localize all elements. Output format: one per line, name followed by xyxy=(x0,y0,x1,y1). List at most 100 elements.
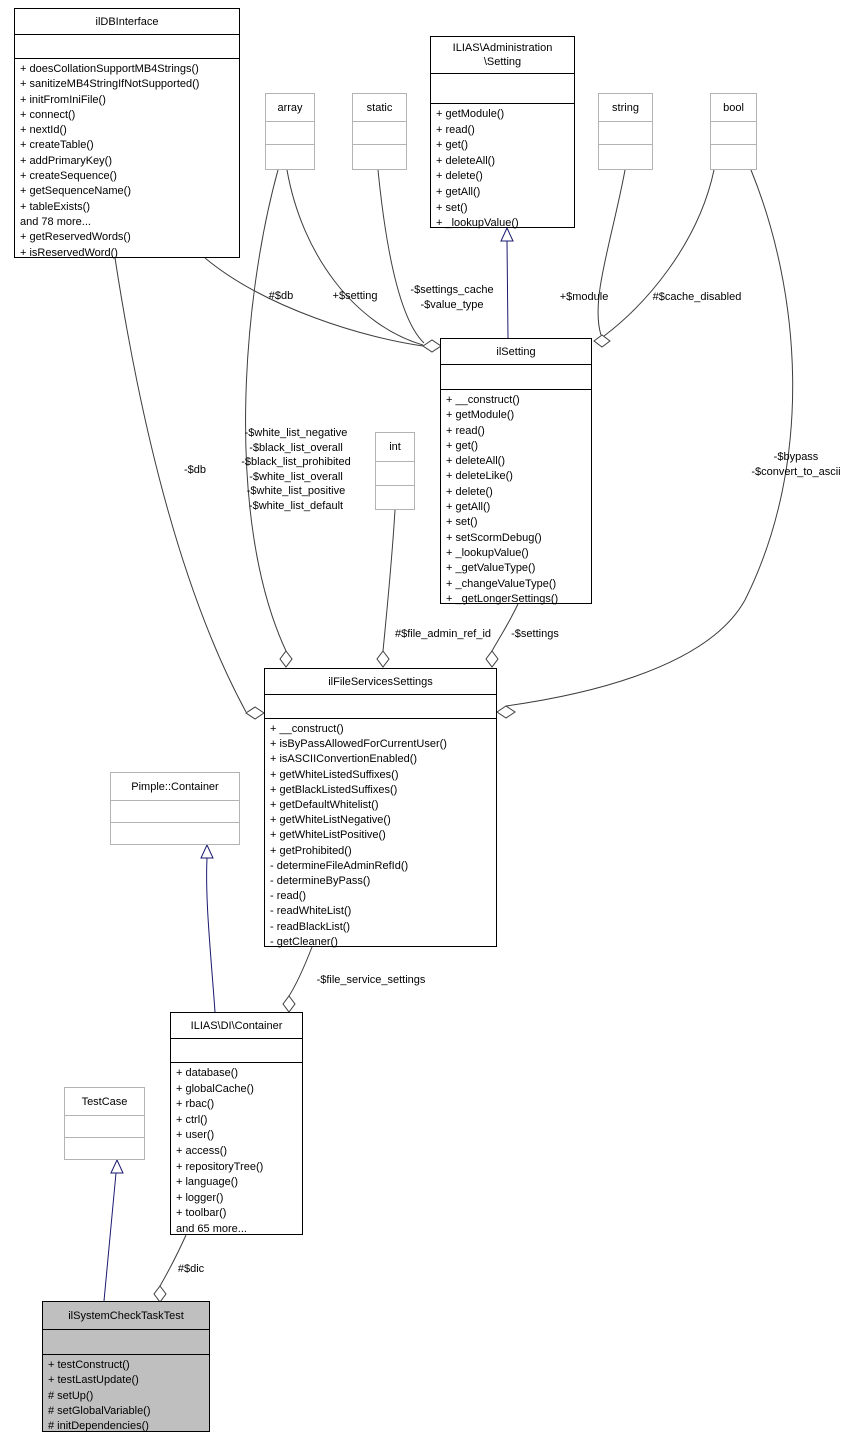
edge-label-bypass-convert: -$bypass-$convert_to_ascii xyxy=(751,450,840,479)
edge-label-line: -$settings_cache xyxy=(410,284,494,296)
diamond-fss-left xyxy=(245,706,265,720)
methods-compartment xyxy=(111,823,239,826)
edge-label-line: -$white_list_default xyxy=(248,499,344,512)
method-label: + deleteLike() xyxy=(446,470,513,483)
method-label: + tableExists() xyxy=(20,200,90,213)
edge-label-cache-disabled: #$cache_disabled xyxy=(653,290,742,305)
method-label: + getWhiteListedSuffixes() xyxy=(270,768,399,781)
method-label: + delete() xyxy=(446,485,493,498)
method-label: + getWhiteListNegative() xyxy=(270,814,391,827)
method-label: and 65 more... xyxy=(176,1222,247,1235)
inheritance-edges xyxy=(103,240,509,1302)
edge-label-file-admin-ref-id: #$file_admin_ref_id xyxy=(395,627,491,642)
method-label: + __construct() xyxy=(270,723,344,735)
class-title: Pimple::Container xyxy=(111,773,239,801)
method-label: + access() xyxy=(176,1144,228,1157)
method-label: + _lookupValue() xyxy=(446,546,529,559)
methods-compartment: + __construct()+ getModule()+ read()+ ge… xyxy=(441,390,591,607)
class-title-line: ilSystemCheckTaskTest xyxy=(68,1309,184,1322)
edge-label-line: -$value_type xyxy=(420,298,484,311)
method-label: + database() xyxy=(176,1067,239,1079)
edge-label-line: -$convert_to_ascii xyxy=(751,465,841,478)
class-title-line: \Setting xyxy=(483,56,522,68)
method-label: + _lookupValue() xyxy=(436,217,519,230)
edge-static-to-ilsetting xyxy=(377,169,425,344)
class-node-ilsetting[interactable]: ilSetting + __construct()+ getModule()+ … xyxy=(440,338,592,607)
edge-label-line: -$black_list_overall xyxy=(249,441,343,454)
edge-ildbinterface-to-fss xyxy=(114,257,247,713)
attributes-compartment xyxy=(265,695,496,719)
method-label: + testConstruct() xyxy=(48,1359,130,1371)
class-title-line: ILIAS\Administration xyxy=(452,42,553,54)
class-title-line: int xyxy=(389,441,401,453)
edge-label-line: #$dic xyxy=(177,1263,205,1275)
arrow-to-pimple xyxy=(200,843,214,859)
method-label: + repositoryTree() xyxy=(176,1160,264,1173)
method-label: and 78 more... xyxy=(20,215,91,228)
methods-compartment xyxy=(353,145,406,148)
method-label: + logger() xyxy=(176,1191,224,1204)
method-label: + getBlackListedSuffixes() xyxy=(270,783,398,796)
method-label: + getModule() xyxy=(436,108,505,120)
class-title: bool xyxy=(711,94,756,122)
method-label: + read() xyxy=(446,424,485,437)
class-title: string xyxy=(599,94,652,122)
methods-compartment: + doesCollationSupportMB4Strings()+ sani… xyxy=(15,59,239,261)
diamond-test-top xyxy=(153,1285,167,1303)
method-label: + get() xyxy=(436,139,469,152)
method-label: + getDefaultWhitelist() xyxy=(270,799,379,812)
method-label: + __construct() xyxy=(446,394,520,406)
edge-test-extends-testcase xyxy=(103,1172,117,1302)
class-title: ilDBInterface xyxy=(15,9,239,35)
edge-label-setting: +$setting xyxy=(333,289,378,304)
class-title-line: array xyxy=(277,101,303,114)
method-label: + nextId() xyxy=(20,124,67,137)
method-label: + globalCache() xyxy=(176,1082,254,1095)
class-title: ilSetting xyxy=(441,339,591,365)
method-label: + testLastUpdate() xyxy=(48,1374,139,1387)
class-node-ilias-administration-setting[interactable]: ILIAS\Administration \Setting + getModule… xyxy=(430,36,575,229)
attributes-compartment xyxy=(599,122,652,145)
method-label: - getCleaner() xyxy=(270,935,338,948)
attributes-compartment xyxy=(171,1039,302,1063)
diamond-ilsetting-right xyxy=(593,334,611,348)
class-title-line: bool xyxy=(723,101,744,114)
methods-compartment: + getModule()+ read()+ get()+ deleteAll(… xyxy=(431,104,574,232)
attributes-compartment xyxy=(441,365,591,390)
inheritance-arrowheads xyxy=(110,226,514,1174)
class-node-ilias-di-container[interactable]: ILIAS\DI\Container + database()+ globalC… xyxy=(170,1012,303,1235)
class-node-ilfileservicessettings[interactable]: ilFileServicesSettings + __construct()+ … xyxy=(264,668,497,948)
method-label: + createTable() xyxy=(20,139,94,152)
method-label: + toolbar() xyxy=(176,1207,227,1220)
method-label: + user() xyxy=(176,1129,215,1142)
class-node-ildbinterface[interactable]: ilDBInterface + doesCollationSupportMB4S… xyxy=(14,8,240,261)
methods-compartment xyxy=(376,486,414,489)
edge-array-to-fss xyxy=(245,169,287,652)
method-label: + ctrl() xyxy=(176,1113,208,1126)
edge-label-db: #$db xyxy=(269,289,293,304)
edge-ilsetting-to-fss xyxy=(491,603,519,652)
edge-ildbinterface-to-ilsetting xyxy=(204,257,424,347)
method-label: + language() xyxy=(176,1176,239,1189)
class-title-line: Pimple::Container xyxy=(131,780,219,793)
methods-compartment: + testConstruct() + testLastUpdate() # set… xyxy=(43,1355,209,1434)
class-title: array xyxy=(266,94,314,122)
method-label: + addPrimaryKey() xyxy=(20,154,113,167)
aggregation-diamonds xyxy=(153,334,611,1303)
edge-bool-to-ilsetting xyxy=(603,169,715,337)
method-label: + setScormDebug() xyxy=(446,531,542,544)
class-title: ILIAS\Administration \Setting xyxy=(431,37,574,74)
edge-dicontainer-extends-pimple xyxy=(206,857,216,1013)
method-label: + get() xyxy=(446,439,479,452)
edge-label-line: #$cache_disabled xyxy=(652,291,742,303)
attributes-compartment xyxy=(376,462,414,486)
edge-label-line: -$white_list_negative xyxy=(244,427,348,439)
class-title: TestCase xyxy=(65,1088,144,1116)
attributes-compartment xyxy=(353,122,406,145)
method-label: # setUp() xyxy=(48,1389,94,1402)
attributes-compartment xyxy=(711,122,756,145)
method-label: + doesCollationSupportMB4Strings() xyxy=(20,63,199,75)
class-title: int xyxy=(376,433,414,462)
method-label: - read() xyxy=(270,890,307,903)
